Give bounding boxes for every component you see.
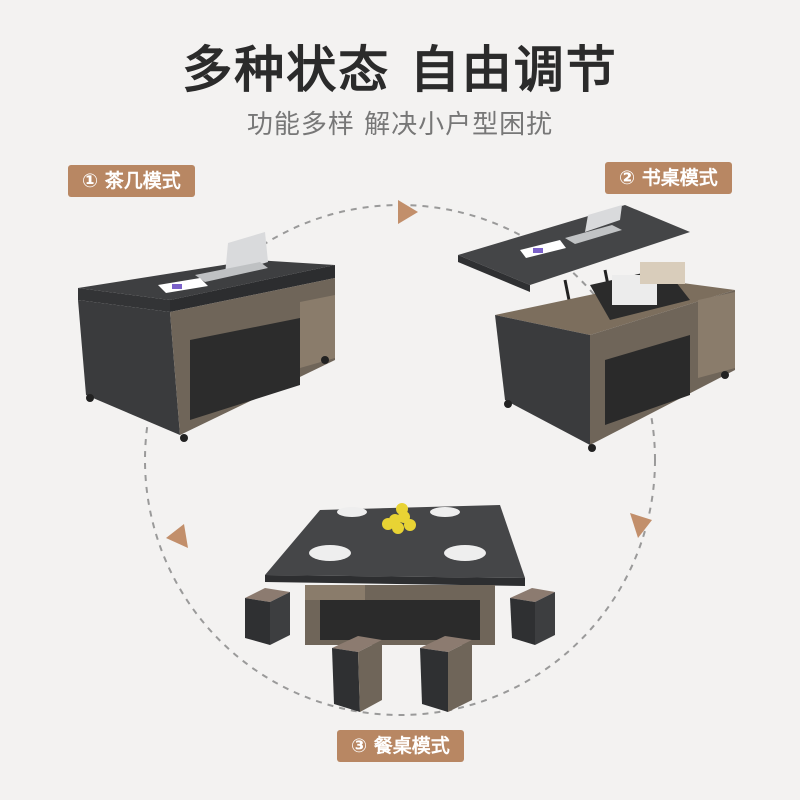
desk-table-illustration [458, 205, 735, 452]
stool-right [510, 588, 555, 645]
arrow-up-icon [166, 524, 188, 548]
stool-front-left [332, 636, 382, 712]
mode-badge-dining-table: ③ 餐桌模式 [337, 730, 464, 762]
mode-badge-desk: ② 书桌模式 [605, 162, 732, 194]
page-subtitle: 功能多样 解决小户型困扰 [246, 110, 554, 140]
page-title: 多种状态 自由调节 [182, 41, 618, 99]
mode-badge-coffee-table: ① 茶几模式 [68, 165, 195, 197]
dining-table-illustration [245, 503, 555, 712]
stool-left [245, 588, 290, 645]
stool-front-right [420, 636, 472, 712]
arrow-right-icon [398, 200, 418, 224]
coffee-table-illustration [78, 232, 335, 442]
arrow-down-icon [630, 513, 652, 538]
